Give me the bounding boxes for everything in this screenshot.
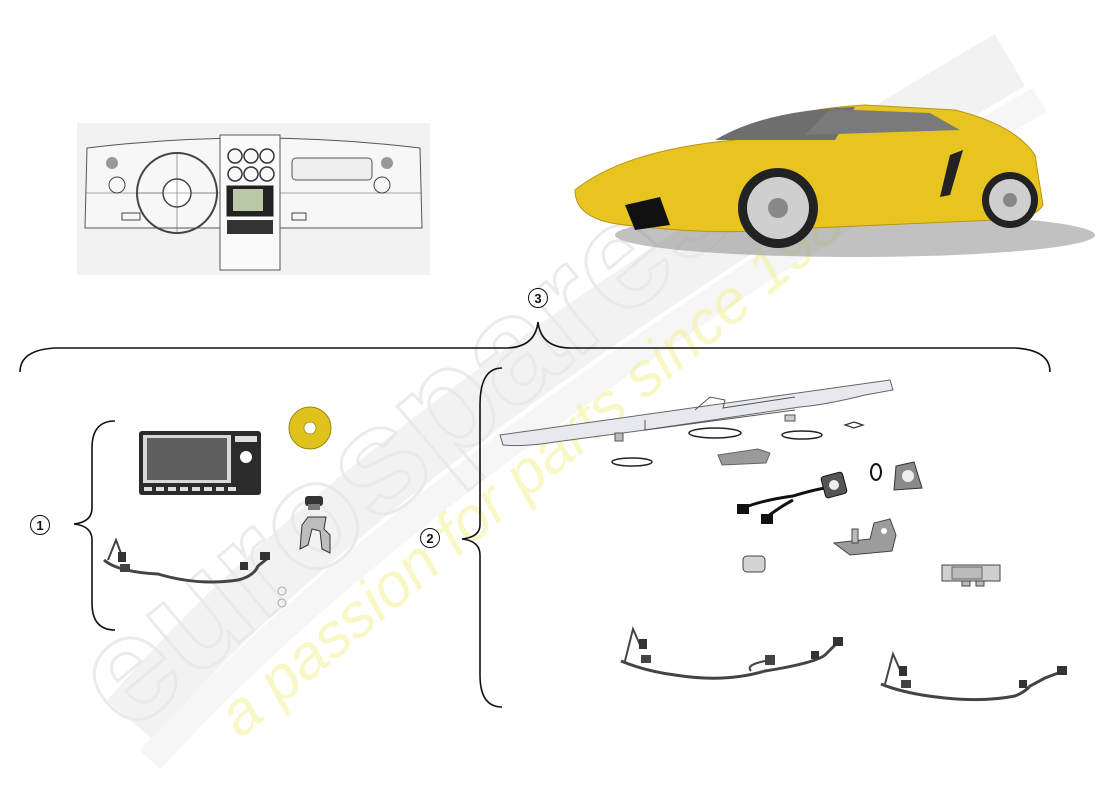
camera-housing[interactable] xyxy=(890,460,926,494)
dashboard-drawing xyxy=(77,123,430,275)
camera-bracket[interactable] xyxy=(830,515,900,560)
car-illustration xyxy=(565,95,1095,270)
gasket-ring-large[interactable] xyxy=(685,425,745,441)
gasket-ring-small[interactable] xyxy=(608,455,656,469)
callout-1[interactable]: 1 xyxy=(30,515,50,535)
spacer[interactable] xyxy=(740,553,770,575)
gasket-ring-medium[interactable] xyxy=(778,428,826,442)
seal-pad[interactable] xyxy=(712,445,774,467)
knob[interactable] xyxy=(302,494,326,512)
brace-3 xyxy=(19,321,1051,373)
brace-2 xyxy=(461,367,503,708)
mounting-bracket[interactable] xyxy=(294,515,334,557)
wiring-harness-short[interactable] xyxy=(875,650,1075,710)
rear-spoiler-trim-panel[interactable] xyxy=(495,375,895,450)
navigation-head-unit[interactable] xyxy=(138,430,262,496)
small-seal[interactable] xyxy=(843,420,865,430)
brace-1 xyxy=(73,420,116,631)
reversing-camera-with-cable[interactable] xyxy=(733,470,848,530)
wiring-harness-long[interactable] xyxy=(615,625,850,687)
navigation-cd[interactable] xyxy=(287,405,333,451)
callout-3[interactable]: 3 xyxy=(528,288,548,308)
screws[interactable] xyxy=(276,585,288,611)
o-ring[interactable] xyxy=(868,462,884,482)
wiring-harness[interactable] xyxy=(98,536,278,592)
control-module[interactable] xyxy=(940,563,1002,588)
callout-2[interactable]: 2 xyxy=(420,528,440,548)
